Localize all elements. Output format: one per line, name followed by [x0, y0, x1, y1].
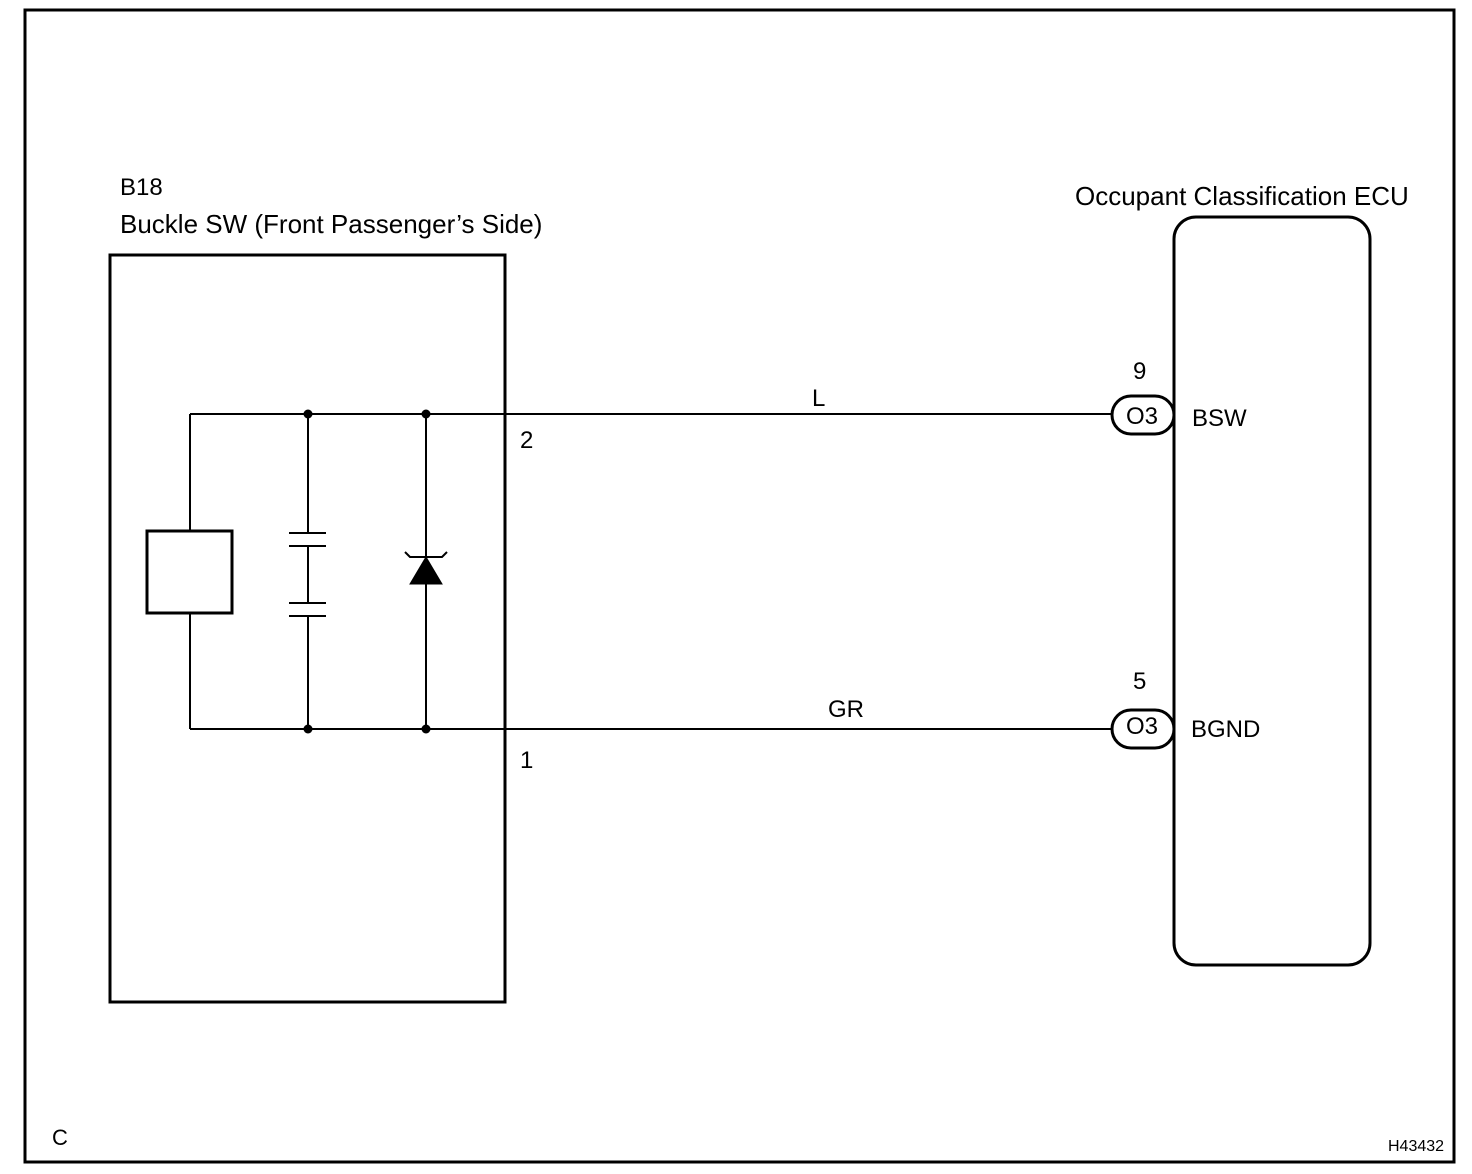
connector-badge-top [1110, 394, 1176, 436]
connector-badge-bottom [1110, 708, 1176, 750]
junction-dot [303, 409, 313, 419]
connector-id-bottom: O3 [1126, 713, 1158, 740]
ecu-signal-top: BSW [1192, 405, 1247, 432]
wire-bottom-color: GR [828, 696, 864, 723]
buckle-switch-internal-circuit [145, 409, 505, 734]
buckle-switch-box [108, 253, 507, 1004]
junction-dot [421, 724, 431, 734]
figure-id: H43432 [1388, 1138, 1444, 1155]
ecu-box [1172, 215, 1372, 967]
junction-dot [303, 724, 313, 734]
ecu-pin-bottom: 5 [1133, 668, 1146, 695]
left-component-name: Buckle SW (Front Passenger’s Side) [120, 209, 542, 239]
left-pin-top: 2 [520, 427, 533, 454]
connector-id-top: O3 [1126, 403, 1158, 430]
junction-dot [421, 409, 431, 419]
diagram-frame [23, 8, 1456, 1164]
zener-diode [409, 556, 443, 585]
left-component-id: B18 [120, 174, 163, 201]
wire-top-color: L [812, 385, 825, 412]
right-component-name: Occupant Classification ECU [1075, 181, 1409, 211]
sensor-element [145, 529, 234, 615]
ecu-pin-top: 9 [1133, 358, 1146, 385]
ecu-signal-bottom: BGND [1191, 716, 1260, 743]
left-pin-bottom: 1 [520, 747, 533, 774]
corner-label: C [52, 1125, 68, 1150]
